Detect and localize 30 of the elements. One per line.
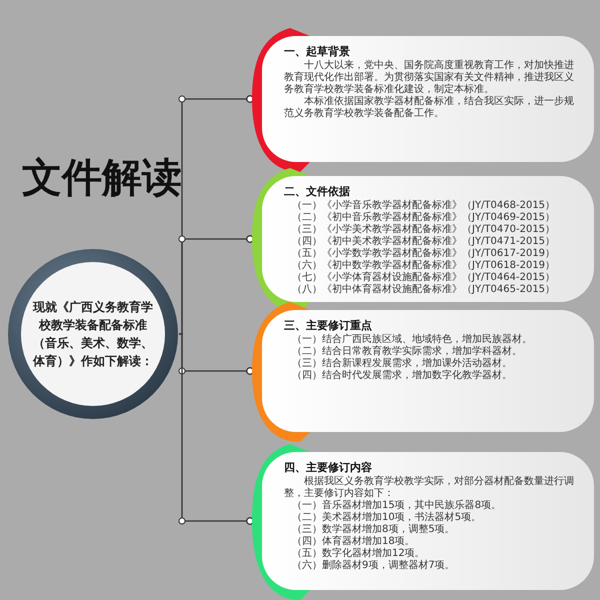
paragraph: 根据我区义务教育学校教学实际，对部分器材配备数量进行调整，主要修订内容如下：	[284, 476, 575, 500]
intro-text: 现就《广西义务教育学校教学装备配备标准（音乐、美术、数学、体育）》作如下解读：	[33, 299, 153, 370]
list-item: （二）《初中音乐教学器材配备标准》（JY/T0469-2015）	[291, 212, 556, 224]
list-item: （五）《小学数学教学器材配备标准》（JY/T0617-2019）	[291, 248, 556, 260]
list-item: （三）《小学美术教学器材配备标准》（JY/T0470-2015）	[291, 224, 556, 236]
circle-badge	[7, 248, 179, 420]
list-item: （三）数学器材增加8项，调整5项。	[291, 524, 456, 536]
connector-line	[179, 333, 254, 525]
section-heading: 四、主要修订内容	[284, 460, 373, 476]
list-item: （二）美术器材增加10项，书法器材5项。	[291, 512, 482, 524]
section-heading: 一、起草背景	[284, 44, 351, 60]
list-item: （五）数字化器材增加12项。	[291, 548, 426, 560]
section-heading: 二、文件依据	[284, 184, 351, 200]
list-item: （四）体育器材增加18项。	[291, 536, 416, 548]
list-item: （二）结合日常教育教学实际需求，增加学科器材。	[291, 346, 523, 358]
list-item: （三）结合新课程发展需求，增加课外活动器材。	[291, 358, 513, 370]
list-item: （八）《初中体育器材设施配备标准》（JY/T0465-2015）	[291, 284, 556, 296]
title: 文件解读	[22, 153, 182, 203]
list-item: （七）《小学体育器材设施配备标准》（JY/T0464-2015）	[291, 272, 556, 284]
section-heading: 三、主要修订重点	[284, 318, 373, 334]
list-item: （四）结合时代发展需求，增加数字化教学器材。	[291, 370, 513, 382]
list-item: （一）《小学音乐教学器材配备标准》（JY/T0468-2015）	[291, 200, 556, 212]
connector-line	[179, 235, 254, 335]
list-item: （六）《初中数学教学器材配备标准》（JY/T0618-2019）	[291, 260, 556, 272]
list-item: （一）音乐器材增加15项，其中民族乐器8项。	[291, 500, 502, 512]
list-item: （四）《初中美术教学器材配备标准》（JY/T0471-2015）	[291, 236, 556, 248]
list-item: （一）结合广西民族区域、地域特色，增加民族器材。	[291, 334, 533, 346]
list-item: （六）删除器材9项，调整器材7项。	[291, 560, 456, 572]
paragraph: 本标准依据国家教学器材配备标准，结合我区实际，进一步规范义务教育学校教学装备配备工作。	[284, 96, 575, 120]
paragraph: 十八大以来，党中央、国务院高度重视教育工作，对加快推进教育现代化作出部署。为贯彻落实国家有关文件精神，推进我区义务教育学校教学装备标准化建设，制定本标准。	[284, 60, 575, 96]
